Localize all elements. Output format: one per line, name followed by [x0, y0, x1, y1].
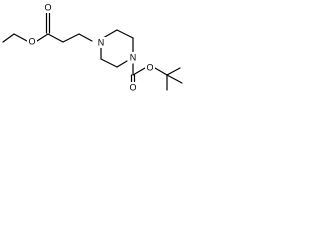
bond-o-quaternary-c [154, 67, 168, 76]
chemical-structure: O O N N O O [2, 2, 183, 93]
bond-carbamate-c-o [132, 67, 146, 76]
bond-ring-n4-c5 [116, 60, 128, 68]
bonds [2, 12, 183, 91]
atom-label-piperazine-n-lower: N [130, 52, 137, 62]
bond-ring-c2-c3 [116, 29, 134, 39]
bond-ch2-ch2 [62, 33, 80, 43]
bond-ch2-n [78, 33, 93, 42]
bond-o-carbonyl-c [36, 33, 49, 42]
atom-label-piperazine-n-upper: N [98, 37, 105, 47]
bond-ethyl-ch3-ch2 [2, 33, 15, 43]
atom-label-carbamate-carbonyl-oxygen: O [129, 82, 136, 92]
bond-tbu-methyl-right [166, 74, 183, 84]
atom-label-ester-ether-oxygen: O [28, 36, 35, 46]
bond-tbu-methyl-up [166, 67, 181, 76]
atom-label-ester-carbonyl-oxygen: O [44, 2, 51, 12]
bond-ring-c5-c6 [100, 58, 118, 68]
bond-carbonyl-c-ch2 [47, 33, 64, 43]
bond-ethyl-ch2-o [13, 33, 28, 42]
atom-label-carbamate-ether-oxygen: O [146, 62, 153, 72]
bond-ring-n1-c2 [102, 29, 118, 39]
atom-labels: O O N N O O [27, 2, 155, 93]
